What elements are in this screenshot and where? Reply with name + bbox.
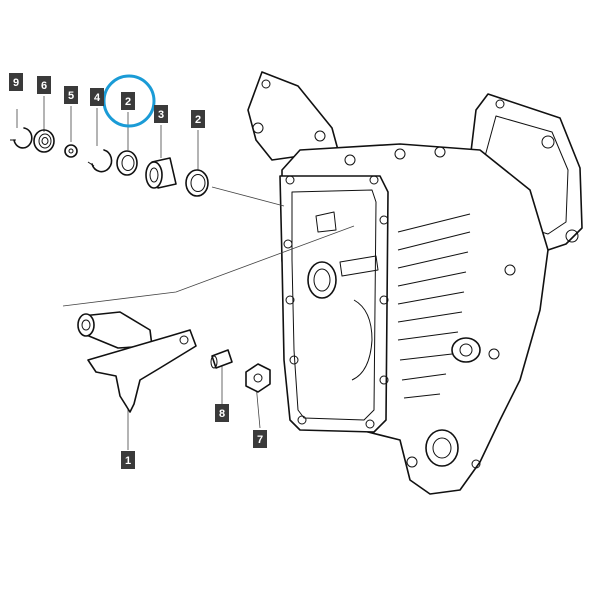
callout-4-text: 4	[94, 92, 101, 104]
part-nut	[245, 363, 271, 393]
part-pin	[210, 349, 233, 369]
part-bushing	[145, 157, 177, 189]
gearbox-housing	[247, 71, 583, 495]
part-shift-lever-shaft	[77, 311, 197, 413]
part-seal-2	[185, 169, 209, 197]
callout-8[interactable]: 8	[215, 404, 229, 422]
callout-2-highlighted-text: 2	[125, 96, 131, 108]
callout-6[interactable]: 6	[37, 76, 51, 94]
part-snap-ring	[87, 149, 113, 173]
callout-9[interactable]: 9	[9, 73, 23, 91]
part-bearing	[33, 129, 55, 153]
part-seal	[116, 150, 138, 176]
part-retaining-ring	[10, 127, 33, 149]
callout-2[interactable]: 2	[191, 110, 205, 128]
callout-6-text: 6	[41, 80, 47, 92]
callout-7[interactable]: 7	[253, 430, 267, 448]
callout-9-text: 9	[13, 77, 19, 89]
callout-1-text: 1	[125, 455, 131, 467]
callout-5-text: 5	[68, 90, 74, 102]
leader-lines	[16, 96, 355, 450]
callout-2-text: 2	[195, 114, 201, 126]
callout-4[interactable]: 4	[90, 88, 104, 106]
callout-1[interactable]: 1	[121, 451, 135, 469]
callout-2-highlighted[interactable]: 2	[121, 92, 135, 110]
callout-8-text: 8	[219, 408, 225, 420]
callout-3-text: 3	[158, 109, 164, 121]
callout-3[interactable]: 3	[154, 105, 168, 123]
callout-7-text: 7	[257, 434, 263, 446]
part-small-clip	[64, 144, 78, 158]
callout-5[interactable]: 5	[64, 86, 78, 104]
